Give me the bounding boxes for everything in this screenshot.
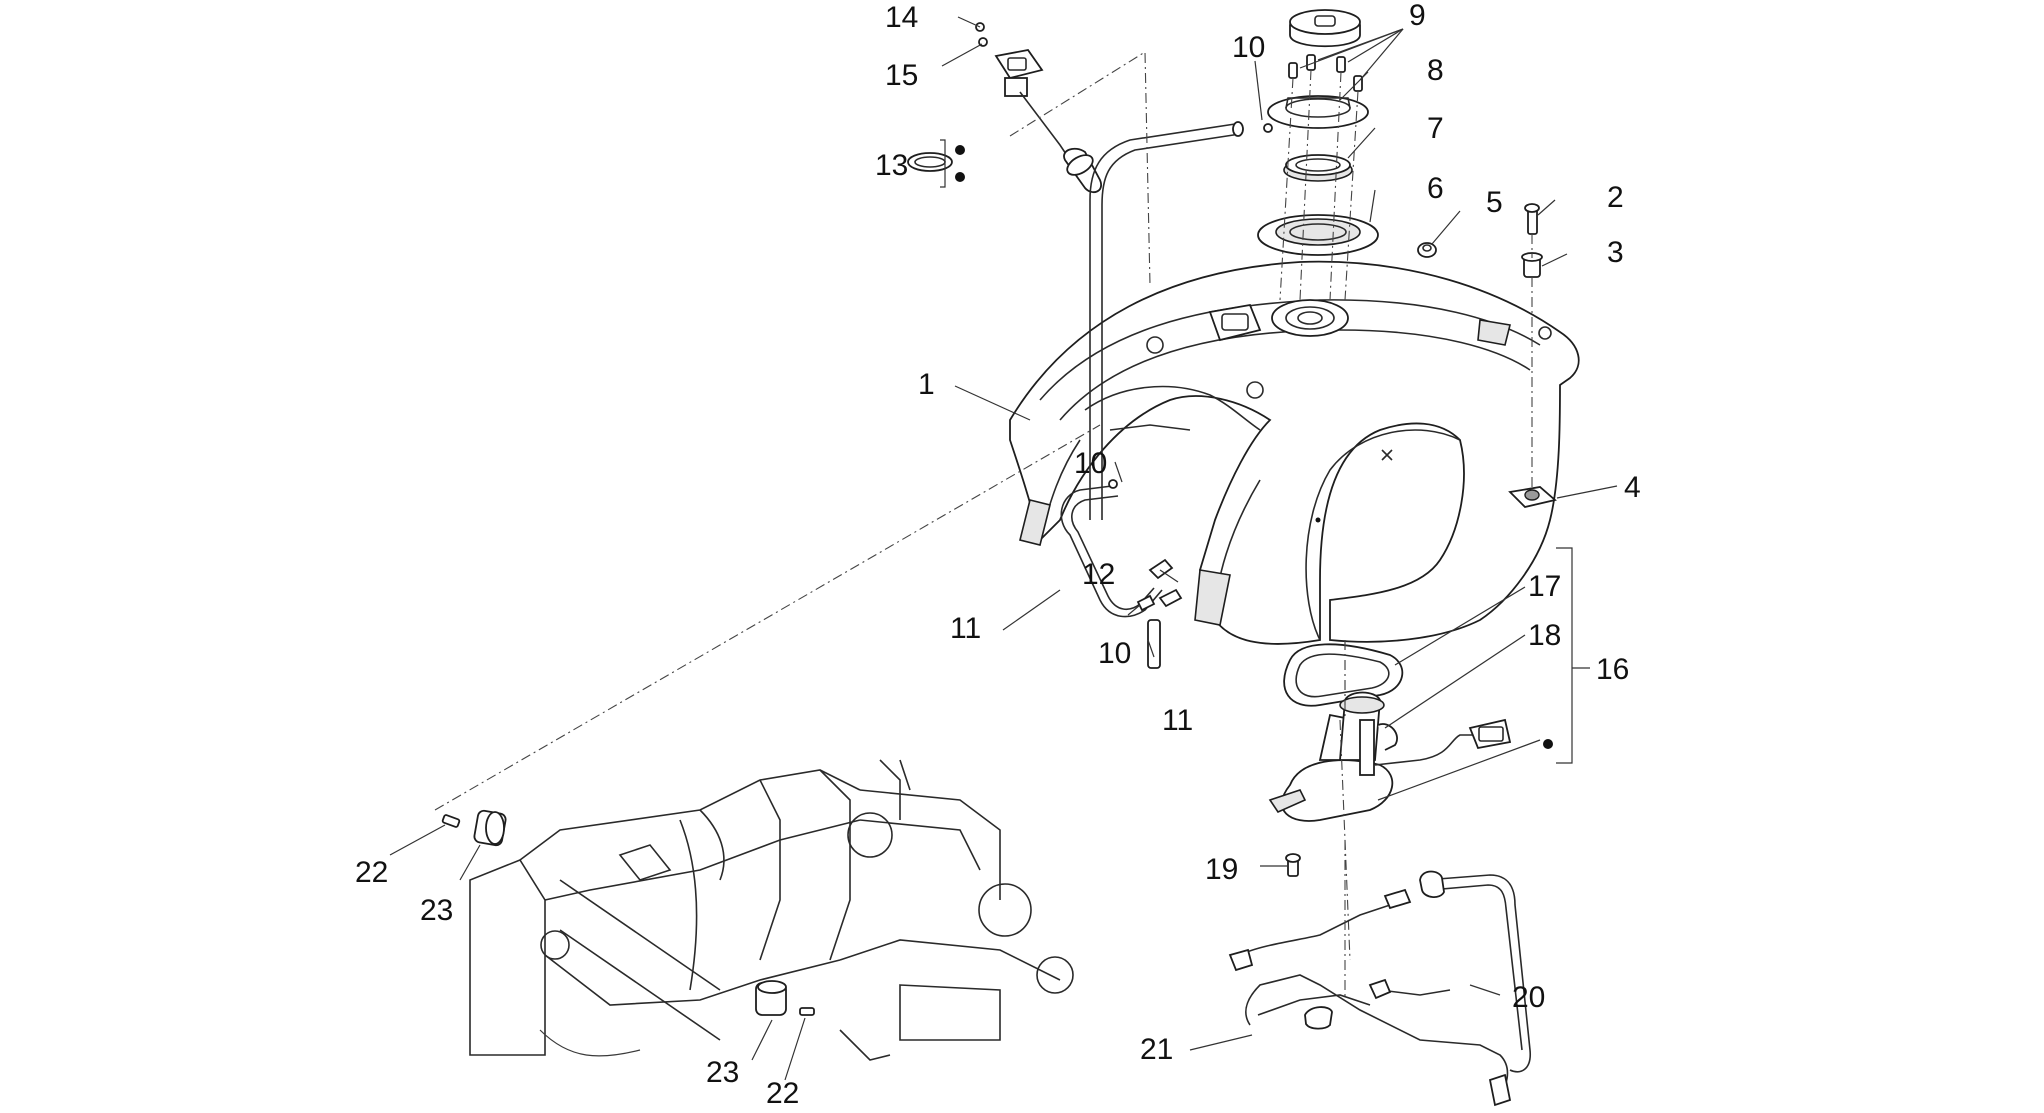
callout-1: 1	[918, 368, 935, 401]
frame-assembly	[469, 759, 1074, 1061]
bullet-dots	[955, 145, 1553, 749]
callout-17: 17	[1528, 570, 1561, 603]
breather-hose	[1089, 121, 1273, 520]
callout-23-lower: 23	[706, 1056, 739, 1089]
leader-lines	[389, 16, 1618, 1081]
fuel-pump-gasket	[1283, 643, 1404, 707]
nut	[1417, 242, 1437, 258]
frame-mount-lower	[755, 980, 815, 1016]
callout-11-right: 11	[1162, 704, 1193, 737]
fuel-pump	[1268, 691, 1512, 877]
callout-22-upper: 22	[355, 856, 388, 889]
callout-9: 9	[1409, 0, 1426, 32]
callout-4: 4	[1624, 471, 1641, 504]
callout-15: 15	[885, 59, 918, 92]
wiring-harness	[1228, 870, 1531, 1107]
callout-19: 19	[1205, 853, 1238, 886]
callout-10-mid: 10	[1074, 447, 1107, 480]
rear-bolt	[1524, 203, 1540, 235]
alignment-lines	[434, 51, 1346, 1000]
callout-11-left: 11	[950, 612, 981, 645]
fuel-cap-assembly	[1257, 9, 1379, 301]
callout-10-low: 10	[1098, 637, 1131, 670]
callout-labels: 1 2 3 4 5 6 7 8 9 10 10 10 11 11 12 13 1…	[355, 0, 1641, 1110]
frame-mount-upper	[441, 809, 507, 847]
callout-5: 5	[1486, 186, 1503, 219]
callout-12: 12	[1082, 558, 1115, 591]
callout-21: 21	[1140, 1033, 1173, 1066]
callout-6: 6	[1427, 172, 1444, 205]
drain-hoses	[1060, 479, 1183, 669]
callout-7: 7	[1427, 112, 1444, 145]
callout-3: 3	[1607, 236, 1624, 269]
callout-10-top: 10	[1232, 31, 1265, 64]
callout-23-upper: 23	[420, 894, 453, 927]
callout-8: 8	[1427, 54, 1444, 87]
callout-20: 20	[1512, 981, 1545, 1014]
callout-14: 14	[885, 1, 918, 34]
fuel-level-sender	[907, 22, 1102, 194]
rear-bracket	[1508, 486, 1557, 508]
callout-18: 18	[1528, 619, 1561, 652]
fuel-tank	[1009, 260, 1580, 645]
callout-2: 2	[1607, 181, 1624, 214]
callout-16: 16	[1596, 653, 1629, 686]
callout-22-lower: 22	[766, 1077, 799, 1110]
callout-13: 13	[875, 149, 908, 182]
